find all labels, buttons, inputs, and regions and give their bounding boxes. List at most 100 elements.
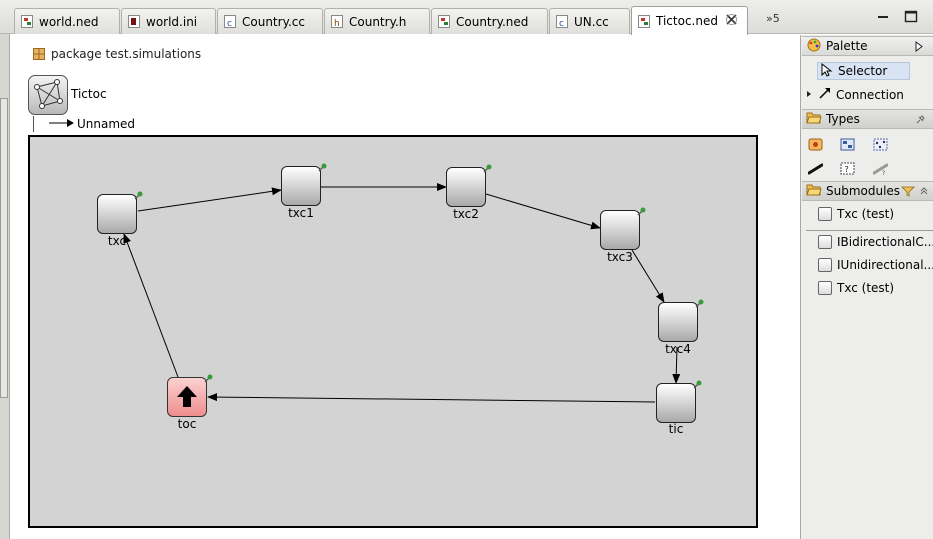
connection-txc2-txc3[interactable] [485,193,601,230]
tab-overflow-button[interactable]: »5 [766,12,780,25]
submodule-icon [818,258,832,272]
submodule-label: Txc (test) [837,207,895,221]
submodule-item[interactable]: Txc (test) [818,207,894,221]
connection-arrow-icon [818,86,832,103]
triangle-right-icon[interactable] [915,41,923,55]
divider [806,230,933,231]
module-label: txc1 [288,206,314,220]
module-txc3[interactable] [600,210,640,250]
submodule-item[interactable]: Txc (test) [818,281,894,295]
module-label: tic [668,422,684,436]
tab-country-h[interactable]: h Country.h [324,8,430,34]
expand-triangle-icon[interactable] [805,88,813,102]
cc-file-icon: c [224,15,236,29]
types-title: Types [826,112,860,126]
module-txc4[interactable] [658,302,698,342]
tab-label: Country.cc [242,14,305,29]
module-label: txc4 [665,342,691,356]
channel-interface-icon[interactable]: ? [873,162,888,175]
connections-layer [123,183,681,403]
connection-txc4-tic[interactable] [672,346,681,384]
svg-text:c: c [559,19,564,28]
folder-open-icon [806,183,822,199]
simple-module-type-icon[interactable] [808,138,823,151]
editor-tab-bar: world.ned world.ini c Country.cc h Count… [0,0,933,35]
pin-icon [318,163,327,172]
connection-tool[interactable]: Connection [805,86,904,103]
connection-tic-toc[interactable] [207,393,656,403]
connection-tree-line [33,116,34,132]
module-txc2[interactable] [446,167,486,207]
tab-label: Country.h [349,14,407,29]
package-declaration[interactable]: package test.simulations [33,47,201,61]
filter-icon[interactable] [901,185,915,200]
submodule-label: IBidirectionalC... [837,235,933,249]
tab-world-ned[interactable]: world.ned [14,8,120,34]
svg-text:h: h [334,19,340,28]
ned-file-icon [438,15,450,28]
ned-graphical-editor: package test.simulations Tictoc Unnamed [11,35,800,539]
pin-icon [693,380,702,389]
channel-type-icon[interactable] [808,162,823,175]
maximize-icon[interactable] [903,8,919,24]
submodule-item[interactable]: IUnidirectional... [818,258,933,272]
svg-text:?: ? [845,165,849,174]
module-toc[interactable] [167,377,207,417]
module-txc[interactable] [97,194,137,234]
submodule-label: IUnidirectional... [837,258,933,272]
arrow-right-icon [49,117,75,131]
pin-icon [695,299,704,308]
close-tab-icon[interactable] [726,13,737,29]
palette-icon [806,38,822,55]
submodule-item[interactable]: IBidirectionalC... [818,235,933,249]
collapse-drawer-icon[interactable] [919,185,929,200]
connection-txc-txc1[interactable] [137,187,282,212]
selector-tool[interactable]: Selector [817,62,910,80]
package-name: package test.simulations [51,47,202,61]
ini-file-icon [128,15,140,28]
left-scrollbar[interactable] [0,98,8,398]
network-icon[interactable] [28,75,68,115]
submodule-label: Txc (test) [837,281,895,295]
palette-header[interactable]: Palette [802,36,933,56]
tab-un-cc[interactable]: c UN.cc [549,8,630,34]
network-type-icon[interactable] [873,138,888,151]
tab-label: world.ned [39,14,99,29]
compound-module-type-icon[interactable] [840,138,855,151]
module-tic[interactable] [656,383,696,423]
tab-label: Country.ned [456,14,529,29]
tab-country-ned[interactable]: Country.ned [431,8,548,34]
tab-tictoc-ned[interactable]: Tictoc.ned [631,6,748,35]
module-txc1[interactable] [281,166,321,206]
pin-icon [134,191,143,200]
module-label: txc2 [453,207,479,221]
cursor-arrow-icon [821,62,833,80]
submodules-drawer-header[interactable]: Submodules [802,181,933,201]
pin-drawer-icon[interactable] [915,114,925,128]
module-label: toc [177,417,197,431]
submodules-title: Submodules [826,184,901,198]
submodule-icon [818,235,832,249]
h-file-icon: h [331,15,343,29]
tab-label: world.ini [146,14,198,29]
selector-label: Selector [838,64,888,78]
tab-country-cc[interactable]: c Country.cc [217,8,323,34]
svg-text:?: ? [882,170,885,175]
minimize-icon[interactable] [875,8,891,24]
connection-toc-txc[interactable] [123,233,179,378]
network-canvas[interactable]: txc txc1 txc2 txc3 txc4 tic toc [28,135,758,528]
tab-label: UN.cc [574,14,609,29]
connection-txc3-txc4[interactable] [631,249,665,303]
pin-icon [204,374,213,383]
types-drawer-header[interactable]: Types [802,109,933,129]
module-label: txc3 [607,250,633,264]
connection-label: Connection [836,87,904,102]
module-interface-icon[interactable]: ? [840,162,855,175]
tab-label: Tictoc.ned [656,14,718,28]
network-name[interactable]: Tictoc [71,87,107,101]
tab-world-ini[interactable]: world.ini [121,8,216,34]
palette-panel: Palette Selector Connection Types ? ? [800,35,933,539]
package-icon [33,48,45,60]
unnamed-connection[interactable]: Unnamed [49,117,135,131]
left-view-strip [0,34,10,539]
